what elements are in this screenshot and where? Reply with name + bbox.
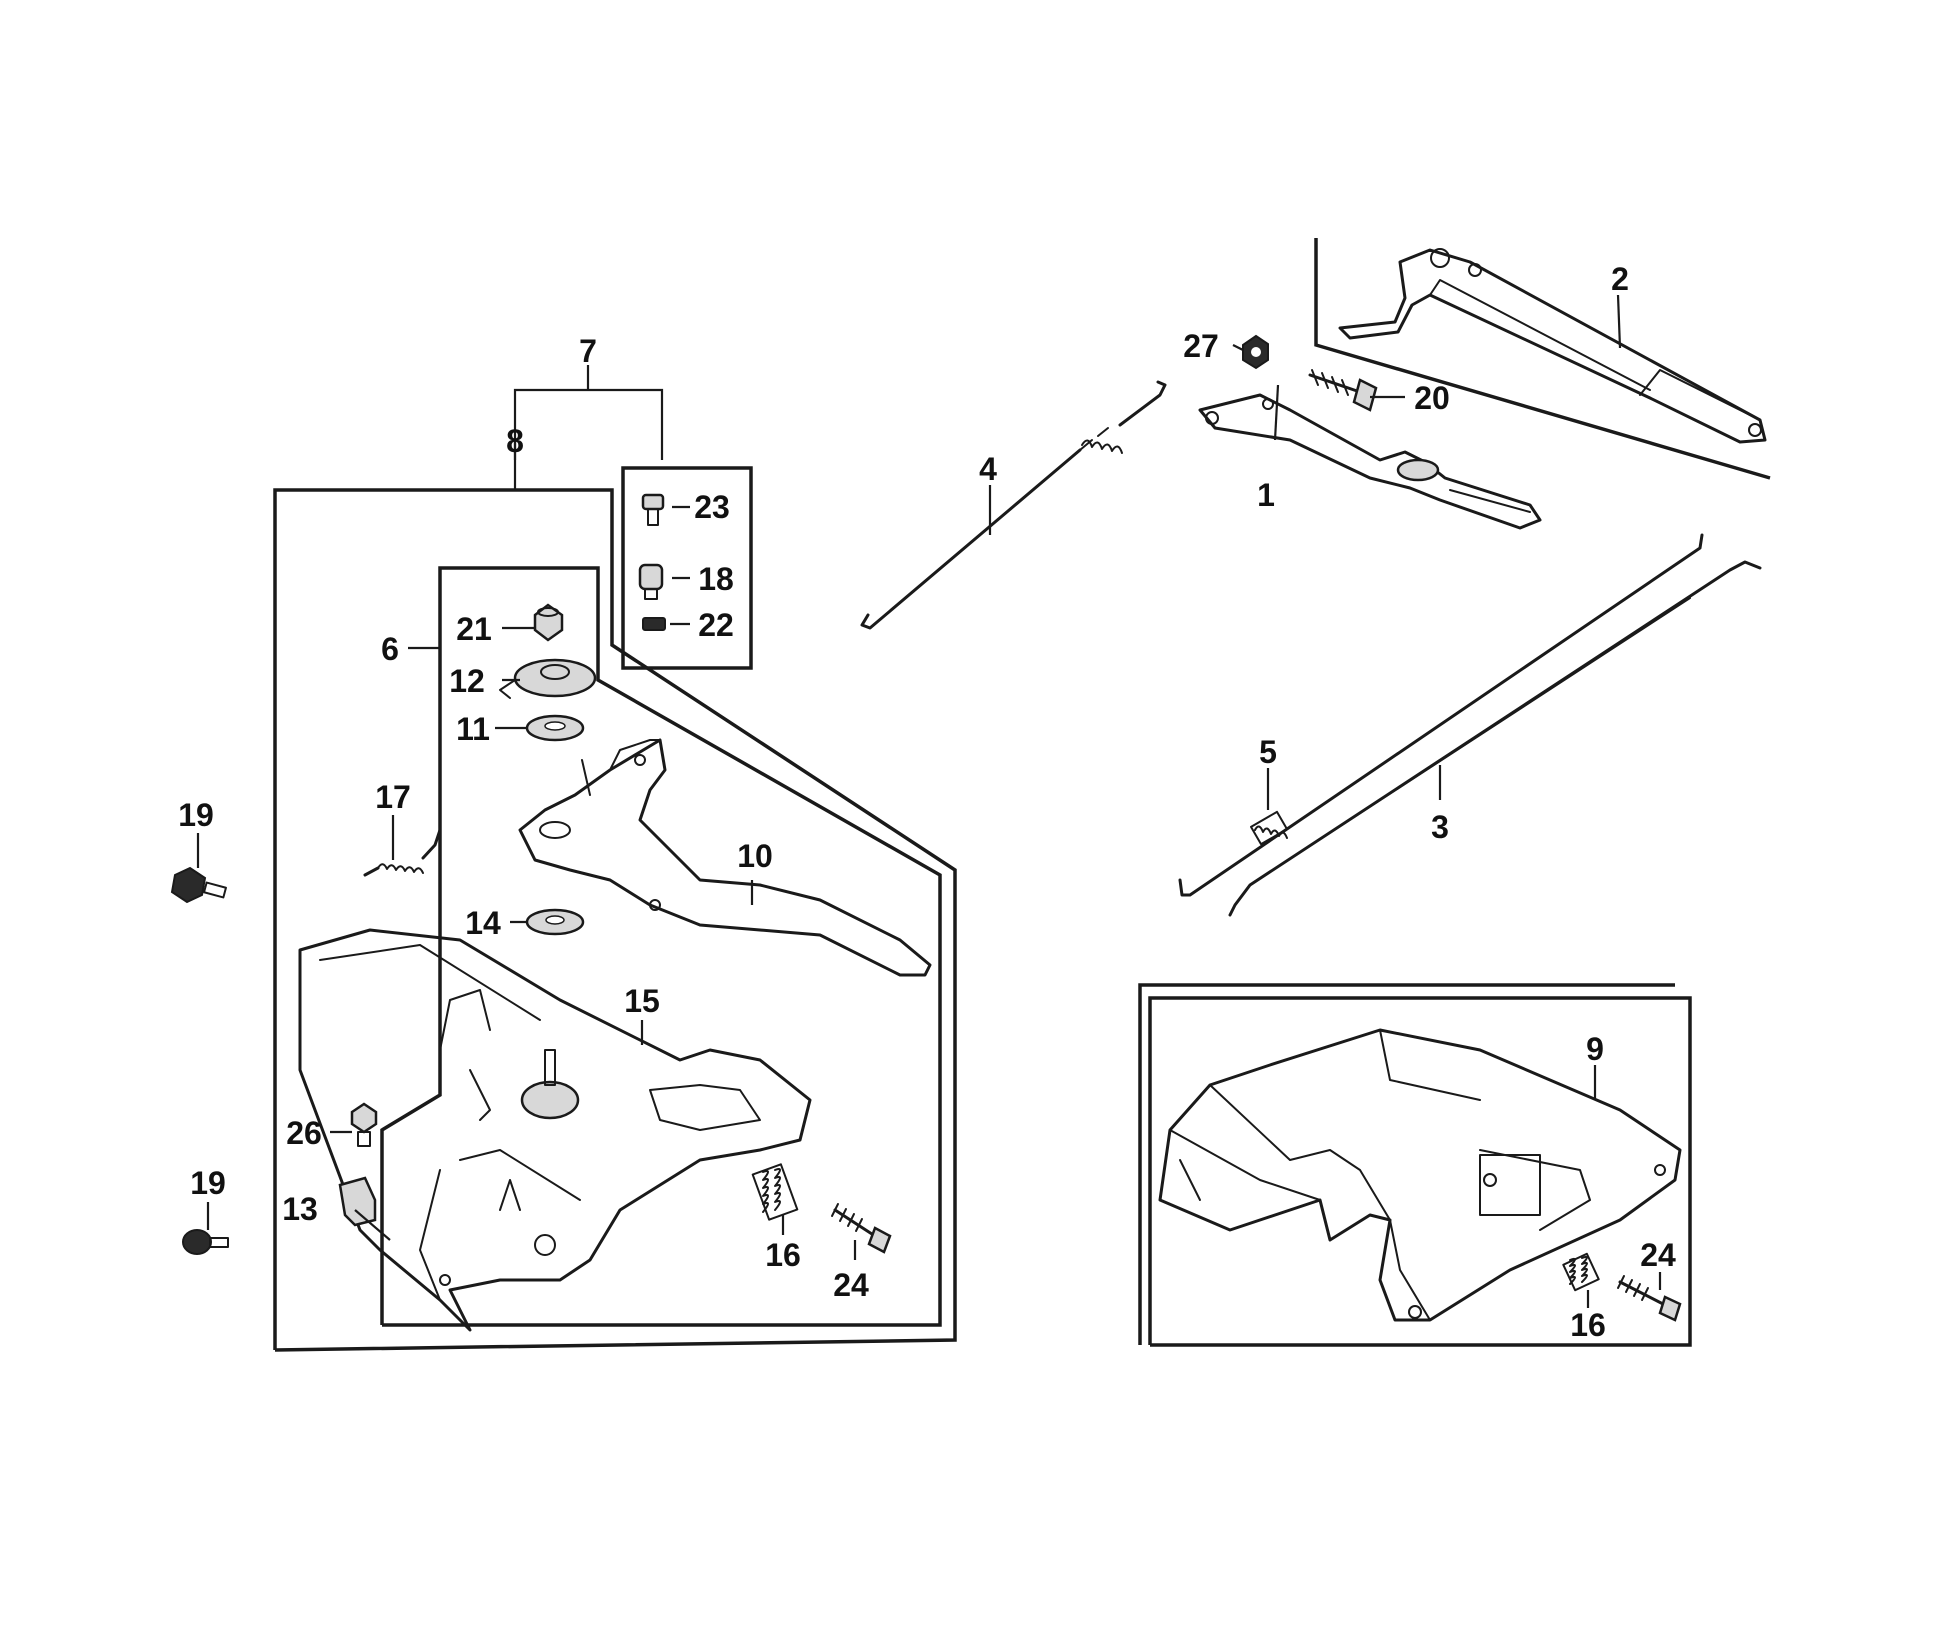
- assembly-8-frame: [273, 488, 957, 1352]
- nut-part-22: [642, 617, 666, 631]
- callout-9: 9: [1586, 1031, 1604, 1067]
- callout-4: 4: [979, 451, 997, 487]
- assembly-2-frame: [1314, 238, 1771, 480]
- spring-part-17: [363, 828, 442, 877]
- callout-20: 20: [1414, 380, 1450, 416]
- callout-labels: 1 2 3 4 5 6 7 8 9 10 11 12 13 14 15 16 1…: [178, 261, 1676, 1343]
- bolt-part-19-lower: [182, 1229, 229, 1255]
- air-guide-part-9: [1158, 1028, 1682, 1322]
- bracket-7: [513, 365, 664, 490]
- washer-part-11: [525, 714, 585, 742]
- nut-part-27: [1242, 334, 1269, 370]
- bolt-part-18: [638, 563, 664, 600]
- friction-plate-part-12: [499, 658, 597, 699]
- callout-17: 17: [375, 779, 411, 815]
- spring-part-16-left: [751, 1163, 799, 1221]
- governor-arm-part-1: [1198, 393, 1542, 530]
- control-base-part-15: [298, 928, 812, 1332]
- callout-7: 7: [579, 333, 597, 369]
- callout-26: 26: [286, 1115, 322, 1151]
- choke-rod-part-3: [1178, 533, 1762, 917]
- callout-14: 14: [465, 905, 501, 941]
- spring-part-5: [1250, 810, 1288, 846]
- callout-10: 10: [737, 838, 773, 874]
- callout-24-left: 24: [833, 1267, 869, 1303]
- callout-5: 5: [1259, 734, 1277, 770]
- assembly-9-frame: [1138, 983, 1692, 1347]
- friction-washer-part-14: [525, 908, 585, 936]
- bolt-part-20: [1308, 369, 1378, 412]
- callout-15: 15: [624, 983, 660, 1019]
- callout-11: 11: [456, 711, 490, 747]
- callout-13: 13: [282, 1191, 318, 1227]
- callout-18: 18: [698, 561, 734, 597]
- callout-19-lower: 19: [190, 1165, 226, 1201]
- callout-23: 23: [694, 489, 730, 525]
- bolt-part-23: [641, 493, 665, 526]
- nut-part-21: [533, 603, 564, 642]
- callout-22: 22: [698, 607, 734, 643]
- callout-3: 3: [1431, 809, 1449, 845]
- bolt-part-24-left: [831, 1203, 892, 1254]
- assembly-7-frame: [621, 466, 753, 670]
- callout-6: 6: [381, 631, 399, 667]
- callout-1: 1: [1257, 477, 1275, 513]
- callout-24-right: 24: [1640, 1237, 1676, 1273]
- callout-12: 12: [449, 663, 485, 699]
- bolt-part-24-right: [1617, 1275, 1682, 1322]
- stopper-plate-part-13: [338, 1176, 377, 1227]
- callout-21: 21: [456, 611, 492, 647]
- assembly-6-frame: [380, 566, 942, 1327]
- governor-spring-rod-part-4: [860, 380, 1167, 630]
- control-lever-part-2: [1338, 248, 1767, 444]
- screw-part-26: [350, 1102, 378, 1147]
- callout-16-right: 16: [1570, 1307, 1606, 1343]
- callout-2: 2: [1611, 261, 1629, 297]
- callout-19-upper: 19: [178, 797, 214, 833]
- spring-part-16-right: [1562, 1252, 1600, 1292]
- bolt-part-19-upper: [170, 866, 227, 904]
- callout-16-left: 16: [765, 1237, 801, 1273]
- callout-8: 8: [506, 423, 524, 459]
- throttle-lever-part-10: [518, 738, 932, 977]
- leader-lines: [196, 294, 1662, 1308]
- callout-27: 27: [1183, 328, 1219, 364]
